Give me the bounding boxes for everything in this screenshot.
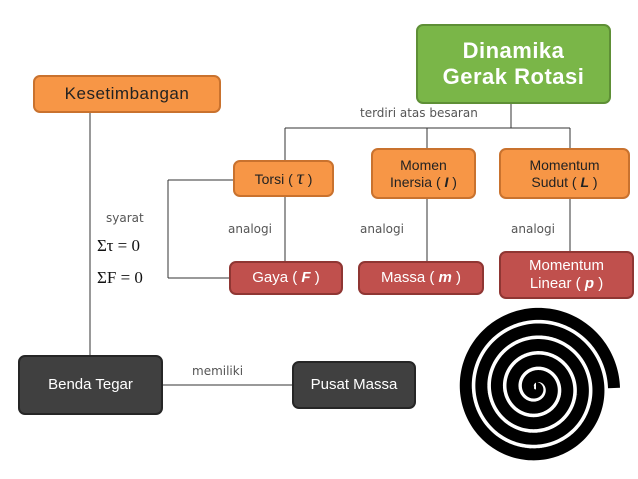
momentum-linear-symbol: p: [584, 275, 595, 292]
title-line1: Dinamika: [462, 38, 565, 64]
formula-torque: Στ = 0: [97, 236, 141, 255]
massa-text: Massa (: [380, 269, 435, 287]
massa-close: ): [456, 269, 462, 287]
label-syarat: syarat: [106, 211, 144, 225]
benda-tegar-node: Benda Tegar: [18, 355, 163, 415]
momentum-linear-close: ): [598, 275, 604, 292]
momentum-linear-line1: Momentum: [528, 257, 605, 275]
momentum-linear-line2: Linear (: [529, 275, 581, 292]
kesetimbangan-label: Kesetimbangan: [64, 83, 190, 103]
momen-inersia-symbol: I: [444, 173, 449, 190]
gaya-text: Gaya (: [252, 269, 298, 287]
gaya-symbol: F: [301, 269, 311, 287]
benda-tegar-label: Benda Tegar: [48, 376, 133, 394]
momentum-sudut-close: ): [592, 173, 598, 190]
momen-inersia-line2: Inersia (: [390, 173, 441, 190]
pusat-massa-label: Pusat Massa: [310, 376, 398, 394]
massa-symbol: m: [438, 269, 452, 287]
momen-inersia-line1: Momen: [400, 156, 447, 173]
spiral-icon: [454, 306, 620, 470]
massa-node: Massa ( m ): [358, 261, 484, 295]
torsi-text: Torsi (: [254, 170, 293, 187]
gaya-close: ): [314, 269, 320, 287]
label-analogi-1: analogi: [228, 222, 272, 236]
torsi-close: ): [307, 170, 313, 187]
label-terdiri: terdiri atas besaran: [360, 106, 478, 120]
gaya-node: Gaya ( F ): [229, 261, 343, 295]
momentum-sudut-symbol: L: [580, 173, 590, 190]
label-memiliki: memiliki: [192, 364, 244, 378]
label-analogi-3: analogi: [511, 222, 555, 236]
momentum-sudut-line1: Momentum: [529, 156, 600, 173]
title-line2: Gerak Rotasi: [442, 64, 585, 89]
pusat-massa-node: Pusat Massa: [292, 361, 416, 409]
torsi-symbol: τ: [296, 166, 304, 189]
torsi-node: Torsi ( τ ): [233, 160, 334, 197]
momen-inersia-close: ): [452, 173, 457, 190]
label-analogi-2: analogi: [360, 222, 404, 236]
momentum-sudut-line2: Sudut (: [531, 173, 577, 190]
kesetimbangan-node: Kesetimbangan: [33, 75, 221, 113]
formula-force: ΣF = 0: [97, 268, 143, 287]
